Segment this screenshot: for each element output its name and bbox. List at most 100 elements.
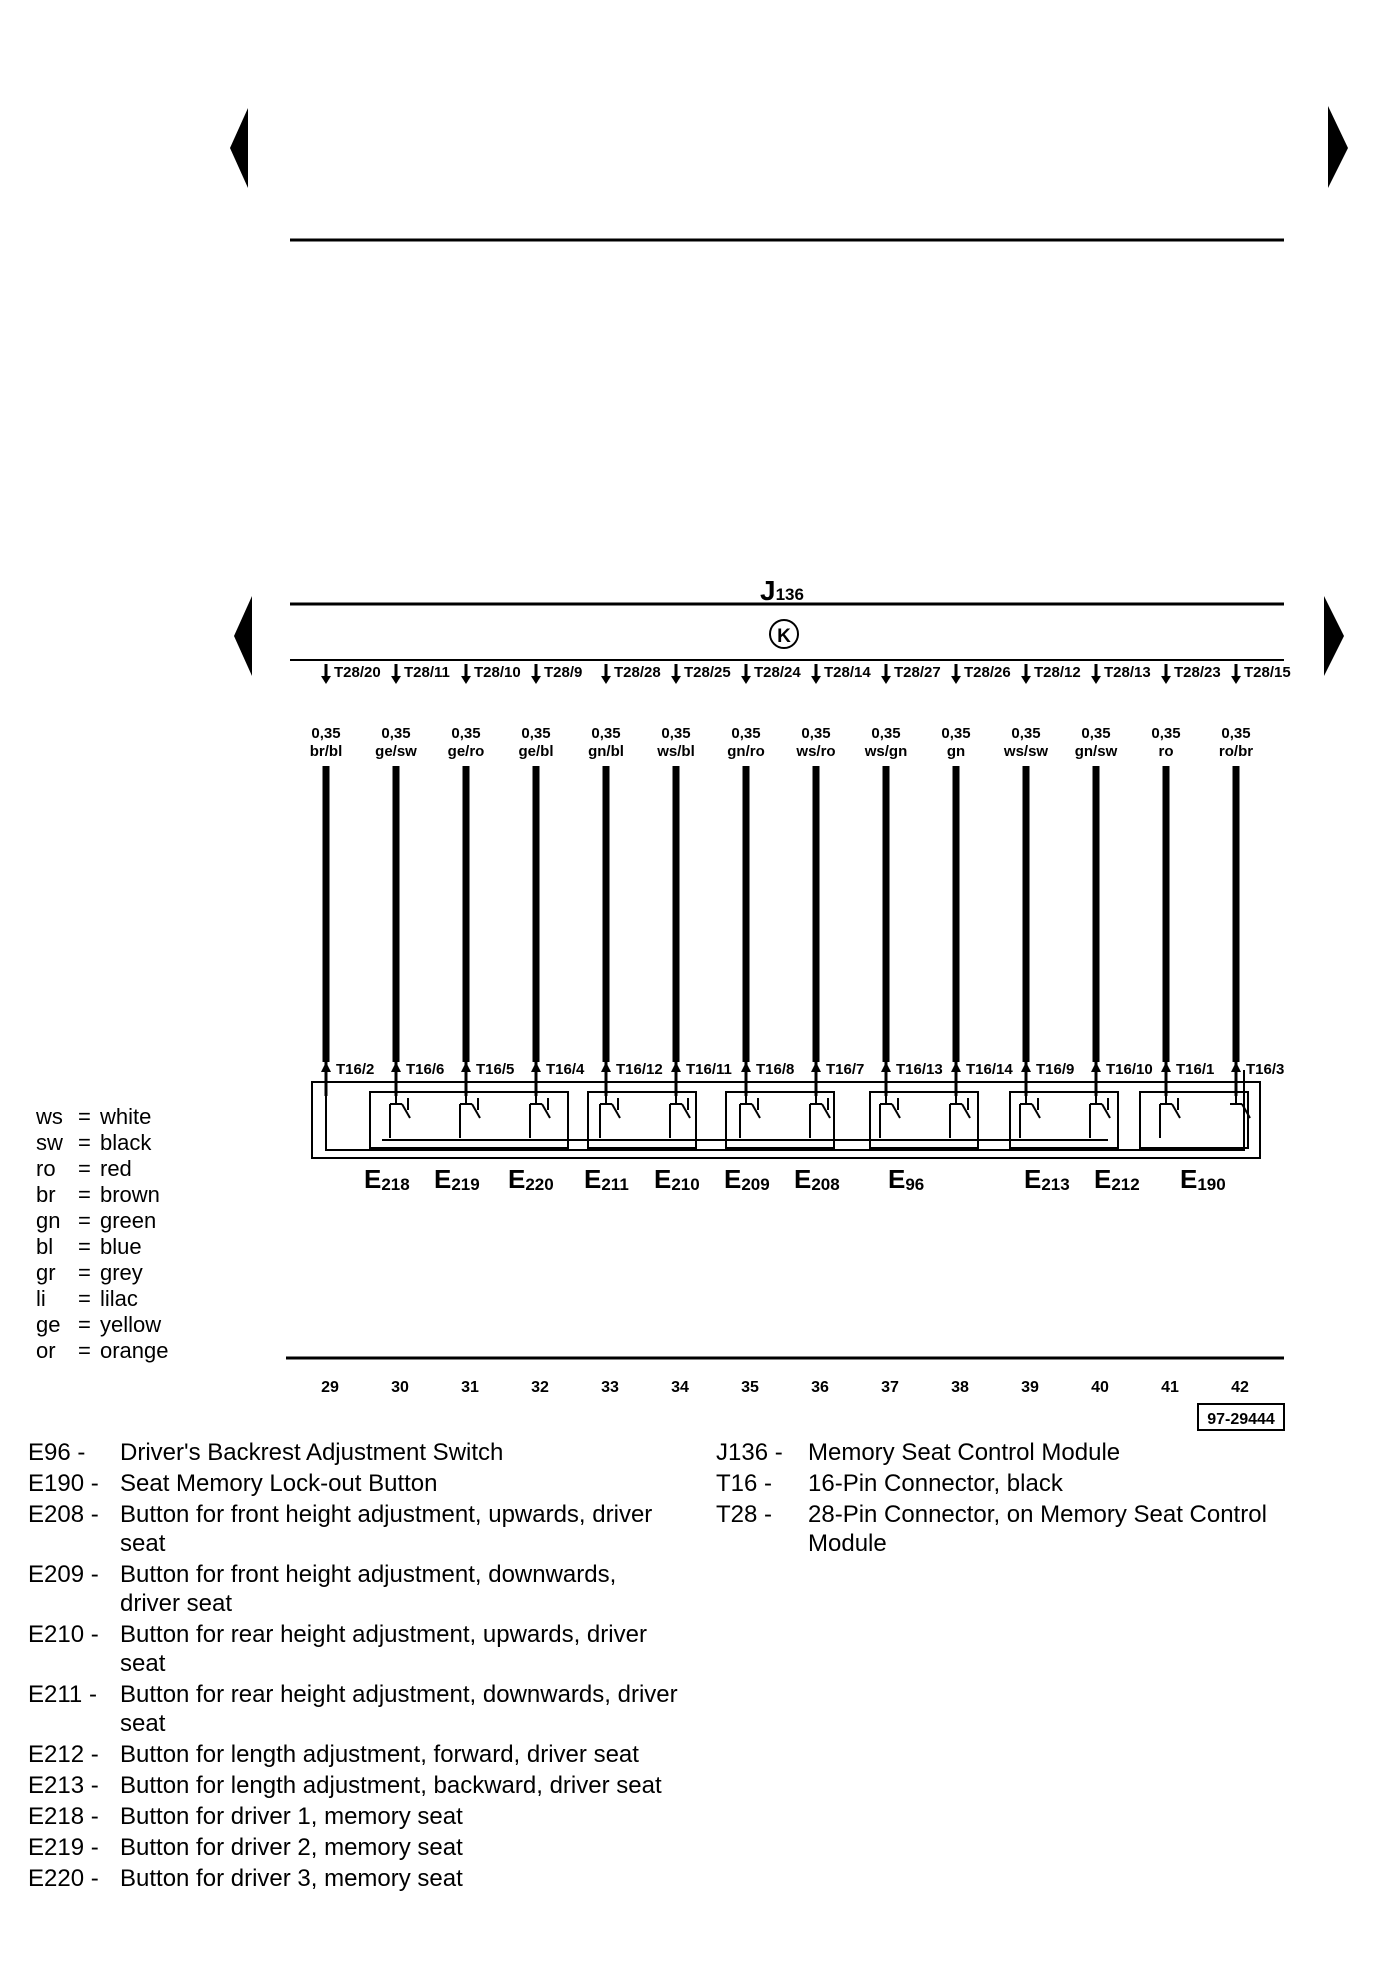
wire-color-label: ws/sw [1003, 743, 1049, 760]
wire-size-label: 0,35 [661, 725, 690, 742]
component-item: E212 -Button for length adjustment, forw… [28, 1740, 680, 1769]
switch-label: E220 [508, 1164, 554, 1194]
switch-contact-icon [1089, 1096, 1111, 1138]
wire-size-label: 0,35 [871, 725, 900, 742]
wire-color-label: ge/bl [518, 743, 553, 760]
switch-contact-icon [529, 1096, 551, 1138]
wire-size-label: 0,35 [1011, 725, 1040, 742]
equals-sign: = [78, 1130, 91, 1155]
switch-label: E212 [1094, 1164, 1140, 1194]
wire-color-label: ws/gn [864, 743, 908, 760]
switch-label: E96 [888, 1164, 924, 1194]
component-item: E213 -Button for length adjustment, back… [28, 1771, 680, 1800]
t16-pin-label: T16/1 [1176, 1061, 1214, 1078]
component-description: Seat Memory Lock-out Button [120, 1470, 438, 1497]
pin-arrow-icon [391, 676, 401, 684]
control-module: J136 K [290, 575, 1284, 661]
component-item: E208 -Button for front height adjustment… [28, 1500, 680, 1558]
prev-section-arrow-icon[interactable] [234, 596, 252, 676]
color-code: ws [36, 1104, 63, 1129]
component-code: E218 - [28, 1803, 99, 1830]
switch-label: E219 [434, 1164, 480, 1194]
switch-contact-icon [1230, 1096, 1251, 1119]
switch-panel-outline [311, 1081, 1261, 1159]
switch-label: E211 [584, 1164, 629, 1194]
component-description: 28-Pin Connector, on Memory Seat Control… [808, 1501, 1267, 1557]
color-code: br [36, 1182, 56, 1207]
wire-size-label: 0,35 [1081, 725, 1110, 742]
component-item: E96 - Driver's Backrest Adjustment Switch [28, 1438, 680, 1467]
switch-contact-icon [1019, 1096, 1041, 1138]
diagram-id: 97-29444 [1207, 1411, 1275, 1428]
t28-pin-label: T28/13 [1104, 664, 1151, 681]
t16-pin-label: T16/11 [686, 1061, 732, 1078]
equals-sign: = [78, 1208, 91, 1233]
color-code: ro [36, 1156, 56, 1181]
wire-size-label: 0,35 [1221, 725, 1250, 742]
t16-pin-label: T16/4 [546, 1061, 585, 1078]
wire-color-label: ws/ro [795, 743, 835, 760]
wire-color-label: ws/bl [656, 743, 695, 760]
t16-pin-label: T16/5 [476, 1061, 514, 1078]
component-code: E219 - [28, 1834, 99, 1861]
component-item: E220 -Button for driver 3, memory seat [28, 1864, 680, 1893]
module-label: J136 [760, 575, 804, 606]
wire-color-label: ge/sw [375, 743, 417, 760]
pin-arrow-icon [321, 676, 331, 684]
track-number: 37 [881, 1379, 899, 1396]
switch-symbols [389, 1096, 1251, 1138]
component-code: E210 - [28, 1621, 99, 1648]
equals-sign: = [78, 1104, 91, 1129]
component-item: E218 -Button for driver 1, memory seat [28, 1802, 680, 1831]
component-code: T16 - [716, 1470, 773, 1497]
next-page-arrow-icon[interactable] [1328, 106, 1348, 188]
component-description: Driver's Backrest Adjustment Switch [120, 1439, 504, 1466]
equals-sign: = [78, 1156, 91, 1181]
component-description: Memory Seat Control Module [808, 1439, 1121, 1466]
t28-pin-label: T28/23 [1174, 664, 1221, 681]
module-letter: J [760, 575, 776, 606]
color-code: ge [36, 1312, 61, 1337]
component-description: Button for length adjustment, backward, … [120, 1772, 662, 1799]
track-number: 40 [1091, 1379, 1109, 1396]
color-code: gr [36, 1260, 56, 1285]
component-code: E96 - [28, 1439, 86, 1466]
wire-color-label: ro [1159, 743, 1174, 760]
component-item: J136 -Memory Seat Control Module [716, 1438, 1328, 1467]
prev-page-arrow-icon[interactable] [230, 108, 248, 188]
t28-pin-label: T28/10 [474, 664, 521, 681]
wire-size-label: 0,35 [381, 725, 410, 742]
component-code: E211 - [28, 1681, 97, 1708]
color-legend-row: li=lilac [36, 1286, 169, 1312]
component-description: 16-Pin Connector, black [808, 1470, 1063, 1497]
color-legend-row: ro=red [36, 1156, 169, 1182]
color-name: yellow [100, 1312, 162, 1337]
next-section-arrow-icon[interactable] [1324, 596, 1344, 676]
pin-arrow-icon [1231, 676, 1241, 684]
component-item: T16 - 16-Pin Connector, black [716, 1469, 1328, 1498]
equals-sign: = [78, 1286, 91, 1311]
component-code: E220 - [28, 1865, 99, 1892]
wire-size-label: 0,35 [941, 725, 970, 742]
pin-arrow-icon [1091, 676, 1101, 684]
t28-pin-label: T28/27 [894, 664, 941, 681]
pin-arrow-icon [1021, 676, 1031, 684]
